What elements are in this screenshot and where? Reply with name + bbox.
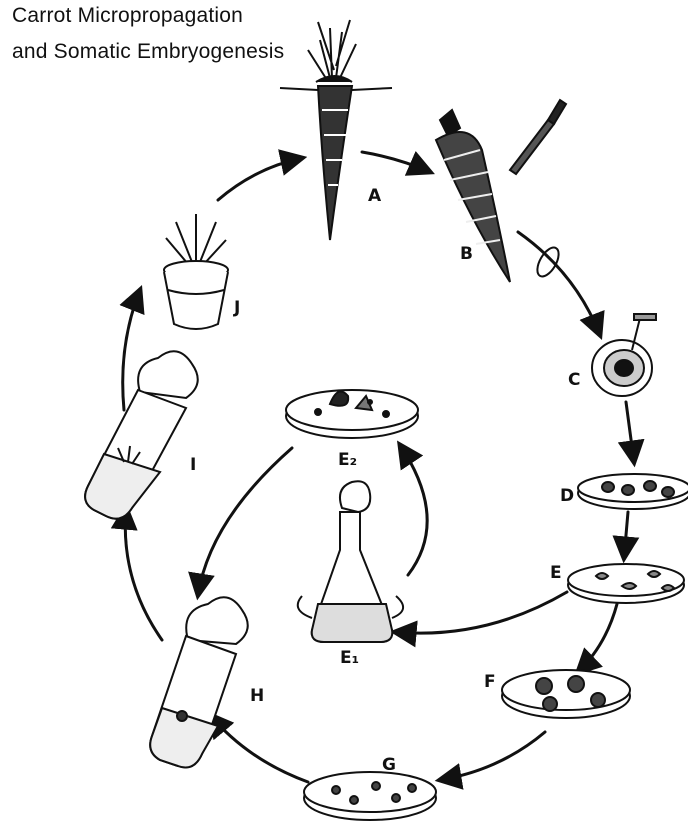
arrow-e1-to-e2 bbox=[400, 445, 427, 575]
arrow-a-to-b bbox=[362, 152, 430, 172]
arrow-j-to-a bbox=[218, 158, 302, 200]
label-e2: E₂ bbox=[338, 450, 357, 470]
stage-i-test-tube bbox=[85, 351, 198, 518]
stage-d-petri-dish bbox=[578, 474, 688, 509]
stage-e1-flask bbox=[298, 481, 403, 642]
scalpel-icon bbox=[510, 100, 566, 174]
label-h: H bbox=[250, 686, 264, 706]
label-c: C bbox=[568, 370, 580, 390]
stage-a-carrot bbox=[280, 20, 392, 240]
label-d: D bbox=[560, 486, 574, 506]
label-j: J bbox=[234, 298, 240, 318]
stage-b-cut-carrot bbox=[436, 110, 510, 282]
label-a: A bbox=[368, 186, 381, 206]
stage-j-potted-plant bbox=[164, 214, 228, 329]
label-b: B bbox=[460, 244, 473, 264]
arrow-g-to-h bbox=[210, 715, 308, 782]
arrow-f-to-g bbox=[440, 732, 545, 780]
arrow-e-to-e1 bbox=[395, 592, 567, 633]
stage-h-test-tube bbox=[150, 597, 248, 767]
stage-e-petri-dish bbox=[568, 564, 684, 603]
arrow-e-to-f bbox=[578, 604, 617, 672]
arrow-e2-to-h bbox=[198, 448, 292, 595]
stage-e2-petri-dish bbox=[286, 390, 418, 438]
arrow-c-to-d bbox=[626, 402, 634, 462]
label-f: F bbox=[484, 672, 496, 692]
stage-f-petri-dish bbox=[502, 670, 630, 718]
stage-g-petri-dish bbox=[304, 772, 436, 820]
label-e1: E₁ bbox=[340, 648, 359, 668]
arrow-b-to-c bbox=[518, 232, 600, 335]
arrow-d-to-e bbox=[624, 512, 628, 558]
label-g: G bbox=[382, 755, 396, 775]
rotation-icon-b bbox=[533, 244, 563, 280]
arrow-h-to-i bbox=[125, 508, 162, 640]
label-e: E bbox=[550, 563, 562, 583]
label-i: I bbox=[190, 455, 196, 475]
stage-c-root-section bbox=[592, 314, 656, 396]
